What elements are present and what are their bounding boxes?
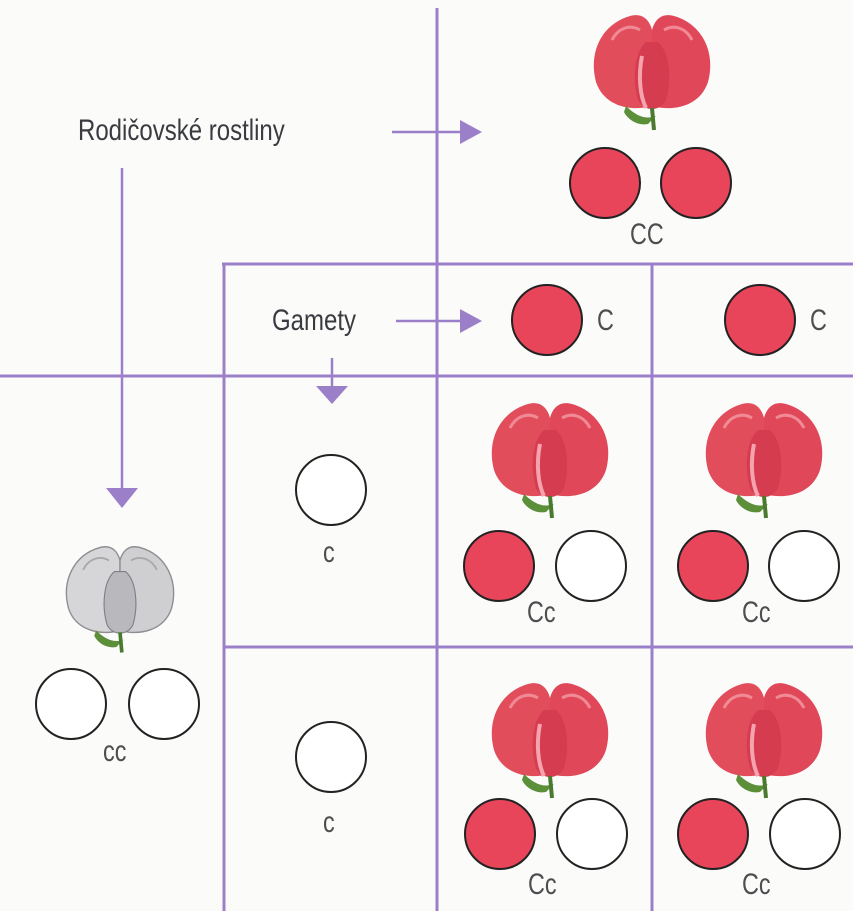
flower-red-icon: [492, 403, 608, 518]
arrow-gametes-right: [396, 309, 482, 333]
allele-dominant: [464, 531, 534, 601]
gamete-top-2: C: [810, 306, 827, 336]
allele-recessive: [557, 799, 627, 869]
genotype-left-parent: cc: [103, 737, 126, 767]
allele-dominant: [661, 148, 731, 218]
flower-red-icon: [594, 15, 710, 130]
allele-recessive: [296, 722, 366, 792]
arrow-gametes-down: [316, 358, 348, 404]
allele-dominant: [465, 799, 535, 869]
offspring-genotype: Cc: [528, 870, 557, 900]
flower-red-icon: [706, 403, 822, 518]
allele-dominant: [512, 285, 582, 355]
flower-red-icon: [706, 683, 822, 798]
gamete-left-2: c: [323, 808, 335, 838]
flower-red-icon: [492, 683, 608, 798]
gamete-top-1: C: [597, 306, 614, 336]
allele-recessive: [129, 669, 199, 739]
allele-dominant: [678, 799, 748, 869]
gametes-label: Gamety: [272, 306, 356, 336]
allele-recessive: [296, 455, 366, 525]
genotype-top-parent: CC: [630, 220, 664, 250]
flower-white-icon: [66, 547, 173, 653]
allele-dominant: [570, 148, 640, 218]
allele-dominant: [678, 531, 748, 601]
allele-recessive: [36, 669, 106, 739]
allele-dominant: [725, 285, 795, 355]
offspring-genotype: Cc: [742, 870, 771, 900]
offspring-genotype: Cc: [742, 598, 771, 628]
allele-recessive: [769, 531, 839, 601]
gamete-left-1: c: [323, 538, 335, 568]
offspring-genotype: Cc: [527, 598, 556, 628]
allele-recessive: [556, 531, 626, 601]
allele-recessive: [770, 799, 840, 869]
arrow-parent-down: [106, 168, 138, 508]
parent-plants-label: Rodičovské rostliny: [78, 116, 285, 146]
